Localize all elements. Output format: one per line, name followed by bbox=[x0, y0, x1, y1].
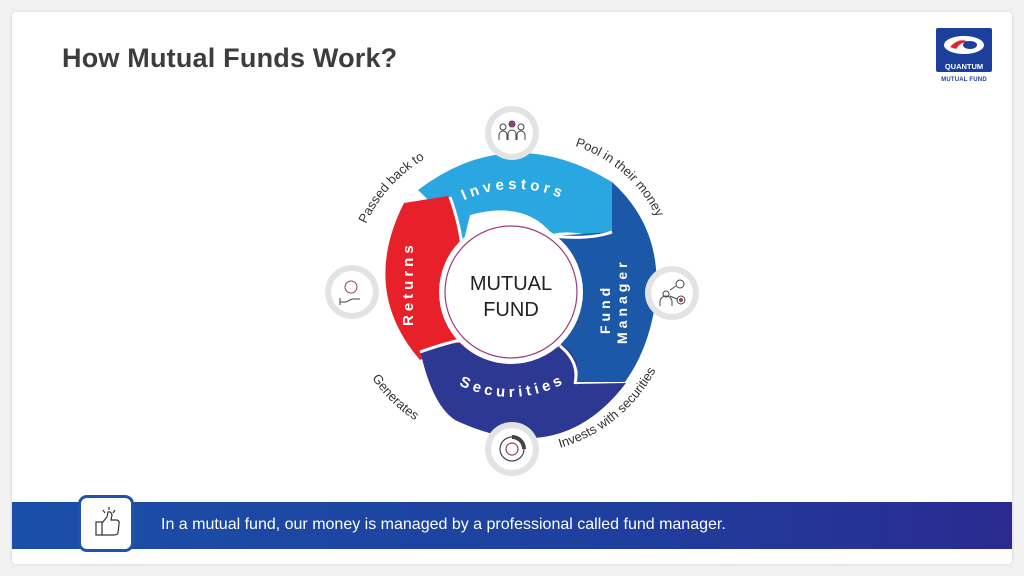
logo-swoosh-icon bbox=[944, 36, 984, 54]
center-label-line2: FUND bbox=[483, 299, 539, 321]
securities-chart-icon bbox=[485, 422, 539, 476]
fund-manager-segment bbox=[552, 182, 657, 382]
thumbs-up-icon bbox=[95, 507, 120, 536]
footer-text: In a mutual fund, our money is managed b… bbox=[161, 516, 726, 533]
center-ring bbox=[444, 225, 578, 359]
investors-segment bbox=[418, 152, 612, 248]
logo-subtitle: MUTUAL FUND bbox=[941, 77, 987, 83]
returns-label: Returns bbox=[400, 241, 417, 326]
fund-manager-label-line1: Fund bbox=[597, 284, 613, 334]
logo-brand: QUANTUM bbox=[944, 62, 984, 71]
logo-emblem: QUANTUM bbox=[936, 28, 992, 72]
center-label-line1: MUTUAL bbox=[470, 273, 552, 295]
generates-label: Generates bbox=[369, 371, 422, 423]
page-title: How Mutual Funds Work? bbox=[62, 43, 398, 73]
quantum-logo: QUANTUM MUTUAL FUND bbox=[934, 26, 994, 88]
thumbs-up-badge bbox=[78, 495, 134, 552]
returns-hand-icon bbox=[325, 265, 379, 319]
fund-manager-icon bbox=[645, 266, 699, 320]
investors-group-icon bbox=[485, 106, 539, 160]
fund-manager-label-line2: Manager bbox=[614, 258, 630, 344]
footer-banner: In a mutual fund, our money is managed b… bbox=[12, 502, 1012, 549]
